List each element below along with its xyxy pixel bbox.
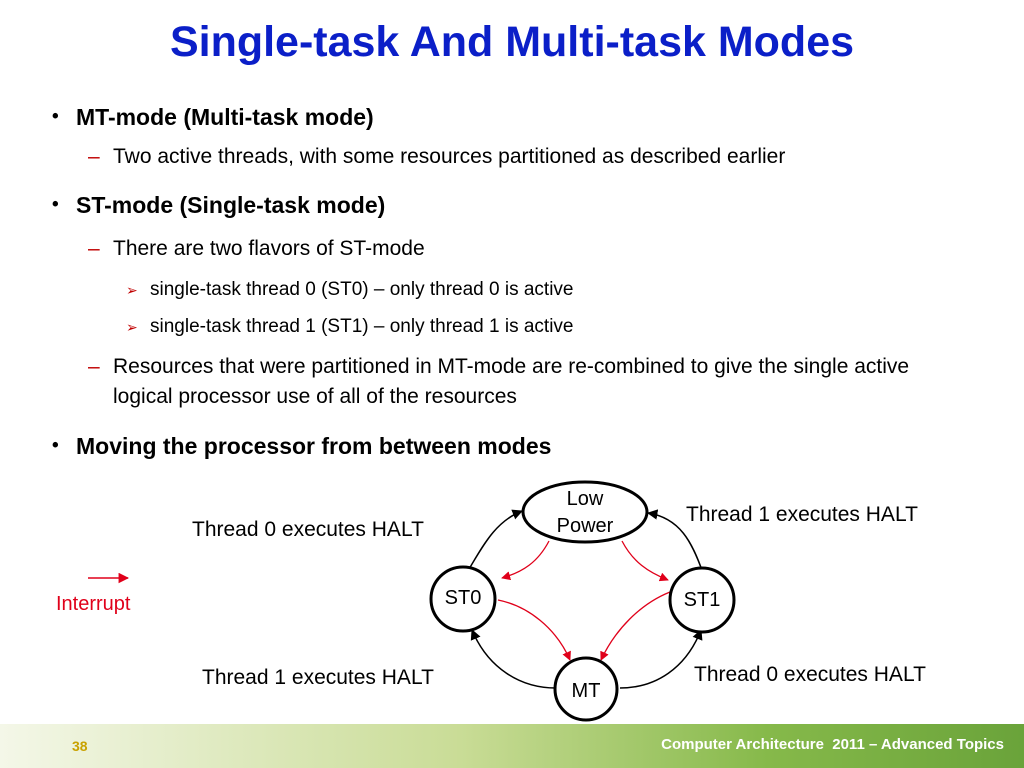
bullet-dot: • (52, 194, 59, 215)
slide-footer: 38 Computer Architecture 2011 – Advanced… (0, 724, 1024, 768)
edge-st0-to-lowpower (465, 509, 523, 575)
sub-bullet-text: Resources that were partitioned in MT-mo… (113, 355, 910, 408)
edge-lowpower-to-st1 (621, 540, 669, 582)
dash-marker: – (88, 355, 100, 378)
bullet-text: MT-mode (Multi-task mode) (76, 104, 374, 130)
dash-marker: – (88, 237, 100, 260)
node-st1-label: ST1 (684, 589, 721, 611)
slide-title: Single-task And Multi-task Modes (169, 18, 855, 66)
arrow-bullet-icon: ➢ (126, 282, 138, 298)
node-low-power-label-line2: Power (557, 515, 614, 537)
bullet-dot: • (52, 435, 59, 456)
edge-mt-to-st1 (619, 629, 703, 689)
node-low-power-label-line1: Low (567, 488, 604, 510)
edge-st0-to-mt (497, 599, 571, 661)
state-diagram: Low Power ST0 ST1 MT (88, 480, 736, 722)
edge-label-st1-to-lowpower: Thread 1 executes HALT (686, 503, 918, 526)
dash-marker: – (88, 145, 100, 168)
edge-label-mt-to-st0: Thread 1 executes HALT (202, 666, 434, 689)
sub-bullet-text: There are two flavors of ST-mode (113, 237, 425, 260)
sub-sub-bullet-text: single-task thread 0 (ST0) – only thread… (150, 279, 574, 300)
edge-st1-to-lowpower (646, 509, 704, 574)
node-low-power (521, 480, 649, 544)
node-st0 (429, 565, 497, 633)
legend-interrupt-label: Interrupt (56, 593, 131, 615)
edge-label-mt-to-st1: Thread 0 executes HALT (694, 663, 926, 686)
edge-st1-to-mt (600, 591, 671, 661)
arrow-bullet-icon: ➢ (126, 319, 138, 335)
course-title: Computer Architecture 2011 – Advanced To… (661, 736, 1004, 753)
edge-lowpower-to-st0 (501, 540, 550, 581)
page-number: 38 (72, 738, 88, 754)
bullet-text: Moving the processor from between modes (76, 433, 552, 459)
edge-label-st0-to-lowpower: Thread 0 executes HALT (192, 518, 424, 541)
node-mt-label: MT (572, 680, 601, 702)
sub-sub-bullet-text: single-task thread 1 (ST1) – only thread… (150, 316, 574, 337)
node-mt (553, 656, 619, 722)
sub-bullet-text: Two active threads, with some resources … (113, 145, 786, 168)
node-st0-label: ST0 (445, 587, 482, 609)
bullet-dot: • (52, 106, 59, 127)
edge-mt-to-st0 (470, 629, 557, 689)
bullet-text: ST-mode (Single-task mode) (76, 192, 386, 218)
node-st1 (668, 566, 736, 634)
